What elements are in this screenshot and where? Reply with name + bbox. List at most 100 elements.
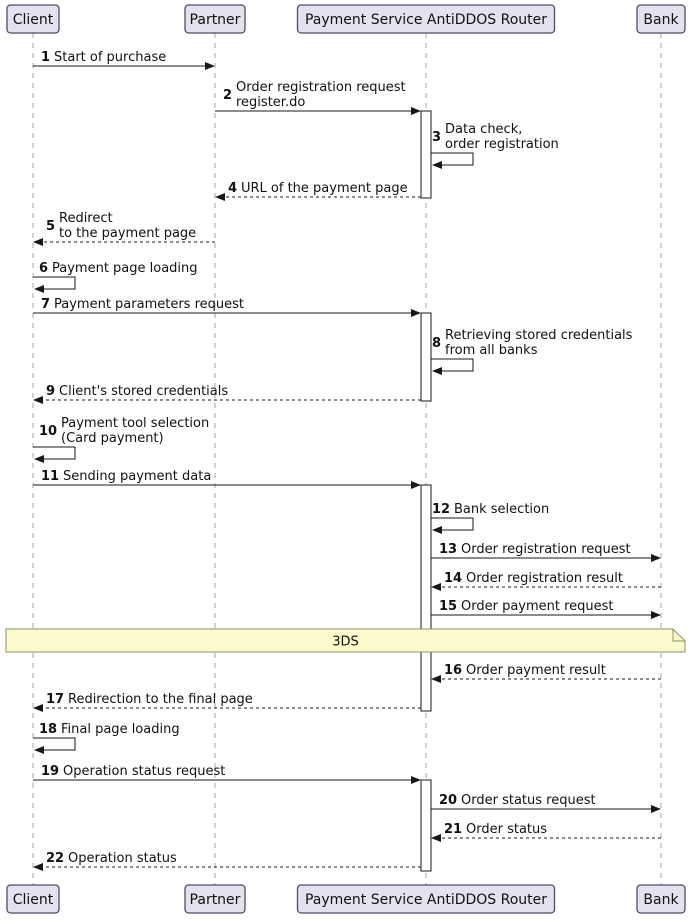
message-9-number: 9 — [46, 384, 55, 399]
message-11-label: Sending payment data — [63, 469, 211, 484]
participant-router-bottom-label: Payment Service AntiDDOS Router — [305, 892, 547, 908]
message-8-number: 8 — [432, 336, 441, 351]
message-5-label: to the payment page — [59, 226, 196, 241]
message-7-number: 7 — [41, 297, 50, 312]
message-10-label: (Card payment) — [61, 431, 164, 446]
message-14-label: Order registration result — [466, 571, 623, 586]
message-1-number: 1 — [41, 50, 50, 65]
message-12-arrowhead-icon — [432, 526, 442, 534]
message-5-arrowhead-icon — [33, 238, 43, 246]
message-4-arrowhead-icon — [215, 193, 225, 201]
message-2-arrowhead-icon — [411, 107, 421, 115]
message-13-number: 13 — [439, 542, 457, 557]
message-17-number: 17 — [46, 692, 64, 707]
message-20-number: 20 — [439, 793, 457, 808]
participant-bank-top-box — [636, 4, 686, 34]
activation-bar-3 — [420, 484, 432, 712]
message-13-arrowhead-icon — [651, 554, 661, 562]
message-17-arrowhead-icon — [33, 704, 43, 712]
message-11-number: 11 — [41, 469, 59, 484]
message-18-line — [33, 737, 76, 751]
activation-bar-1 — [420, 110, 432, 199]
message-14-number: 14 — [444, 571, 462, 586]
message-5-number: 5 — [46, 219, 55, 234]
participant-client-top-box — [6, 4, 60, 34]
participant-partner-bottom-box — [184, 884, 246, 914]
message-17-label: Redirection to the final page — [68, 692, 253, 707]
message-12-line — [431, 517, 474, 531]
message-3-number: 3 — [432, 130, 441, 145]
band-3ds-label: 3DS — [332, 635, 359, 650]
message-1-label: Start of purchase — [54, 50, 166, 65]
message-4-label: URL of the payment page — [241, 181, 408, 196]
band-3ds-fold-icon — [672, 629, 685, 642]
message-15-label: Order payment request — [461, 599, 614, 614]
message-3-line — [431, 152, 474, 166]
message-10-arrowhead-icon — [34, 455, 44, 463]
message-19-arrowhead-icon — [411, 776, 421, 784]
message-21-label: Order status — [466, 822, 547, 837]
message-16-arrowhead-icon — [431, 675, 441, 683]
message-3-label: Data check, — [445, 122, 522, 137]
message-18-number: 18 — [39, 722, 57, 737]
message-10-label: Payment tool selection — [61, 416, 209, 431]
message-19-number: 19 — [41, 764, 59, 779]
message-12-number: 12 — [432, 502, 450, 517]
message-8-line — [431, 358, 474, 372]
message-22-label: Operation status — [68, 851, 177, 866]
activation-bar-4 — [420, 779, 432, 872]
participant-router-top-box — [296, 4, 556, 34]
participant-bank-bottom-label: Bank — [643, 892, 679, 908]
message-7-label: Payment parameters request — [54, 297, 244, 312]
message-18-label: Final page loading — [61, 722, 180, 737]
message-9-arrowhead-icon — [33, 396, 43, 404]
message-18-arrowhead-icon — [34, 746, 44, 754]
message-15-arrowhead-icon — [651, 611, 661, 619]
participant-client-bottom-label: Client — [13, 892, 54, 908]
message-1-arrowhead-icon — [205, 62, 215, 70]
participant-client-top-label: Client — [13, 12, 54, 28]
message-14-arrowhead-icon — [431, 583, 441, 591]
participant-partner-top-label: Partner — [190, 12, 241, 28]
message-13-label: Order registration request — [461, 542, 631, 557]
message-22-number: 22 — [46, 851, 64, 866]
message-19-label: Operation status request — [63, 764, 225, 779]
message-3-arrowhead-icon — [432, 161, 442, 169]
message-2-number: 2 — [223, 88, 232, 103]
message-2-label: Order registration request — [236, 80, 406, 95]
participant-router-bottom-box — [296, 884, 556, 914]
message-16-label: Order payment result — [466, 663, 606, 678]
message-15-number: 15 — [439, 599, 457, 614]
message-6-label: Payment page loading — [52, 261, 198, 276]
participant-bank-bottom-box — [636, 884, 686, 914]
message-20-arrowhead-icon — [651, 805, 661, 813]
message-8-arrowhead-icon — [432, 367, 442, 375]
message-6-line — [33, 276, 76, 290]
message-3-label: order registration — [445, 137, 559, 152]
participant-router-top-label: Payment Service AntiDDOS Router — [305, 12, 547, 28]
participant-partner-bottom-label: Partner — [190, 892, 241, 908]
participant-bank-top-label: Bank — [643, 12, 679, 28]
message-6-arrowhead-icon — [34, 285, 44, 293]
message-12-label: Bank selection — [454, 502, 549, 517]
message-21-number: 21 — [444, 822, 462, 837]
message-10-line — [33, 446, 76, 460]
message-8-label: from all banks — [445, 343, 538, 358]
message-22-arrowhead-icon — [33, 863, 43, 871]
band-3ds — [5, 628, 686, 653]
message-11-arrowhead-icon — [411, 481, 421, 489]
message-6-number: 6 — [39, 261, 48, 276]
message-5-label: Redirect — [59, 211, 113, 226]
message-21-arrowhead-icon — [431, 834, 441, 842]
message-20-label: Order status request — [461, 793, 596, 808]
participant-client-bottom-box — [6, 884, 60, 914]
activation-bar-2 — [420, 312, 432, 402]
message-8-label: Retrieving stored credentials — [445, 328, 633, 343]
message-2-label: register.do — [236, 95, 305, 110]
message-16-number: 16 — [444, 663, 462, 678]
message-9-label: Client's stored credentials — [59, 384, 228, 399]
participant-partner-top-box — [184, 4, 246, 34]
